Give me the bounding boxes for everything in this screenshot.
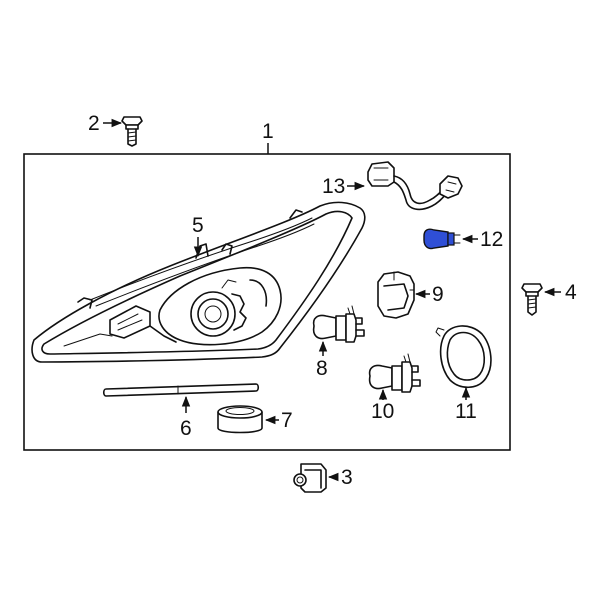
callout-10: 10	[371, 400, 394, 423]
callout-3: 3	[341, 466, 353, 489]
callout-7: 7	[281, 409, 293, 432]
assembly-frame	[23, 153, 511, 451]
part-10-bulb[interactable]: 10	[368, 353, 421, 423]
callout-9: 9	[432, 283, 444, 306]
svg-text:5: 5	[192, 214, 204, 237]
callout-8: 8	[316, 357, 328, 380]
callout-11: 11	[455, 400, 477, 423]
part-9-retainer[interactable]: 9	[377, 271, 444, 319]
part-13-wire-harness[interactable]: 13	[322, 161, 463, 211]
part-2-bolt[interactable]: 2	[88, 112, 143, 147]
part-3-clip[interactable]: 3	[293, 463, 353, 493]
callout-6: 6	[180, 417, 192, 440]
svg-text:1: 1	[262, 120, 274, 143]
part-8-bulb[interactable]: 8	[312, 305, 365, 380]
callout-12: 12	[480, 228, 503, 251]
callout-13: 13	[322, 175, 345, 198]
part-11-cover[interactable]: 11	[435, 325, 492, 423]
part-4-bolt[interactable]: 4	[521, 281, 577, 316]
part-5-headlamp-housing[interactable]	[31, 201, 366, 363]
part-12-wedge-bulb[interactable]: 12	[423, 228, 503, 251]
part-6-seal-strip[interactable]: 6	[102, 383, 260, 440]
callout-5[interactable]: 5	[192, 214, 204, 258]
part-7-cap[interactable]: 7	[217, 405, 293, 434]
callout-4: 4	[565, 281, 577, 304]
callout-1[interactable]: 1	[262, 120, 274, 154]
callout-2: 2	[88, 112, 100, 135]
